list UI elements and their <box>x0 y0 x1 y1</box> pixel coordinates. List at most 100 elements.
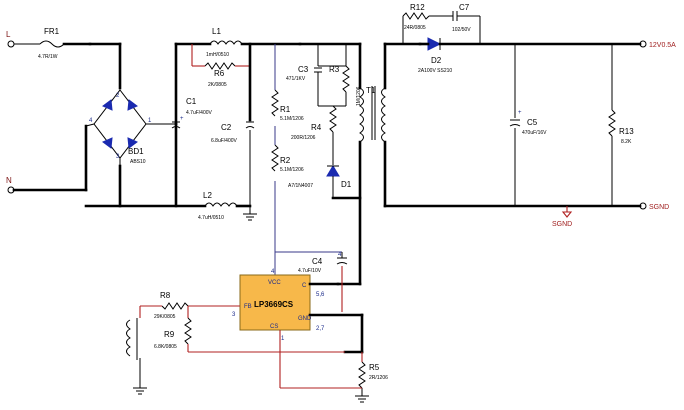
c1-value: 4.7uF/400V <box>186 110 213 116</box>
bridge-pin-2: 2 <box>116 93 120 99</box>
r9-ref: R9 <box>164 330 175 339</box>
sgnd-label: SGND <box>552 221 572 228</box>
c5-value: 470uF/16V <box>522 130 547 136</box>
bd1-value: ABS10 <box>130 159 146 165</box>
c2-value: 6.8uF/400V <box>211 138 238 144</box>
terminal-out-neg-pad <box>639 202 647 210</box>
resistor-r4 <box>329 105 337 133</box>
resistor-r2 <box>271 144 279 172</box>
pin-vcc: VCC <box>268 280 281 286</box>
c4-pin-num: 4 <box>338 252 342 258</box>
ground-symbol-aux <box>133 387 147 395</box>
l2-value: 4.7uH/0510 <box>198 215 224 221</box>
inductor-l2 <box>204 202 238 207</box>
pin-vcc-num: 4 <box>271 269 275 275</box>
capacitor-c5 <box>509 119 521 127</box>
resistor-r5 <box>358 361 366 389</box>
capacitor-c7 <box>452 11 458 21</box>
c5-ref: C5 <box>527 118 538 127</box>
inductor-l1 <box>209 40 243 45</box>
ground-symbol-cs <box>355 395 369 403</box>
ic-lp3669cs <box>239 274 311 331</box>
terminal-out-neg-label: SGND <box>649 204 669 211</box>
r4-value: 200R/1206 <box>291 135 316 141</box>
c4-value: 4.7uF/10V <box>298 268 322 274</box>
auxiliary-winding <box>126 318 138 360</box>
c2-ref: C2 <box>221 123 232 132</box>
c3-value: 471/1KV <box>286 76 306 82</box>
diode-d1 <box>326 165 340 177</box>
r5-value: 2R/1206 <box>369 375 388 381</box>
r6-ref: R6 <box>214 69 225 78</box>
capacitor-c1 <box>171 121 181 129</box>
d1-ref: D1 <box>341 180 352 189</box>
c7-ref: C7 <box>459 3 470 12</box>
r6-value: 2K/0805 <box>208 82 227 88</box>
terminal-out-pos-label: 12V0.5A <box>649 42 676 49</box>
r3-value: 1M/1206 <box>356 86 362 106</box>
r4-ref: R4 <box>311 123 322 132</box>
terminal-out-pos-pad <box>639 40 647 48</box>
ground-symbol-primary <box>243 206 257 221</box>
c1-ref: C1 <box>186 97 197 106</box>
resistor-r9 <box>184 317 192 345</box>
terminal-l-pad <box>7 40 15 48</box>
resistor-r3 <box>342 65 350 93</box>
resistor-r8 <box>161 302 189 310</box>
diode-d2 <box>427 37 442 51</box>
l1-value: 1mH/0510 <box>206 52 229 58</box>
resistor-r6 <box>204 62 236 70</box>
r8-ref: R8 <box>160 291 171 300</box>
bridge-pin-1: 1 <box>148 118 152 124</box>
l1-ref: L1 <box>212 27 221 36</box>
c7-value: 102/50V <box>452 27 471 33</box>
terminal-n-label: N <box>6 176 12 185</box>
pin-gnd-num: 2,7 <box>316 326 325 332</box>
t1-ref: T1 <box>366 86 376 95</box>
r13-ref: R13 <box>619 127 634 136</box>
resistor-r12 <box>402 12 430 20</box>
sgnd-symbol <box>561 206 573 218</box>
ic-name: LP3669CS <box>254 300 294 309</box>
transformer-t1 <box>359 86 386 143</box>
pin-c: C <box>302 283 307 289</box>
r2-ref: R2 <box>280 156 291 165</box>
bridge-pin-3: 3 <box>116 154 120 160</box>
r1-value: 5.1M/1206 <box>280 116 304 122</box>
capacitor-c2 <box>245 121 255 129</box>
bridge-pin-4: 4 <box>89 118 93 124</box>
pin-gnd: GND <box>298 316 312 322</box>
c5-plus: + <box>518 110 522 116</box>
d2-ref: D2 <box>431 56 442 65</box>
pin-cs: CS <box>270 324 278 330</box>
fr1-value: 4.7R/1W <box>38 54 58 60</box>
pin-fb: FB <box>244 304 252 310</box>
terminal-l-label: L <box>6 30 11 39</box>
r13-value: 8.2K <box>621 139 632 145</box>
c1-plus: + <box>180 116 184 122</box>
pin-fb-num: 3 <box>232 312 236 318</box>
r1-ref: R1 <box>280 105 291 114</box>
bridge-rectifier-bd1 <box>93 89 147 159</box>
bd1-ref: BD1 <box>128 147 144 156</box>
pin-cs-num: 1 <box>281 336 285 342</box>
resistor-r13 <box>608 109 616 137</box>
r8-value: 29K/0805 <box>154 314 176 320</box>
l2-ref: L2 <box>203 191 212 200</box>
capacitor-c3 <box>314 67 322 73</box>
c3-ref: C3 <box>298 65 309 74</box>
c4-ref: C4 <box>312 257 323 266</box>
d2-value: 2A100V SS210 <box>418 68 452 74</box>
r9-value: 6.8K/0805 <box>154 344 177 350</box>
r12-ref: R12 <box>410 3 425 12</box>
r5-ref: R5 <box>369 363 380 372</box>
r12-value: 24R/0805 <box>404 25 426 31</box>
fr1-ref: FR1 <box>44 27 60 36</box>
d1-value: A7/1N4007 <box>288 183 313 189</box>
r3-ref: R3 <box>329 65 340 74</box>
fuse-fr1 <box>39 40 65 48</box>
r2-value: 5.1M/1206 <box>280 167 304 173</box>
capacitor-c4 <box>336 257 348 265</box>
pin-c-num: 5,6 <box>316 292 325 298</box>
